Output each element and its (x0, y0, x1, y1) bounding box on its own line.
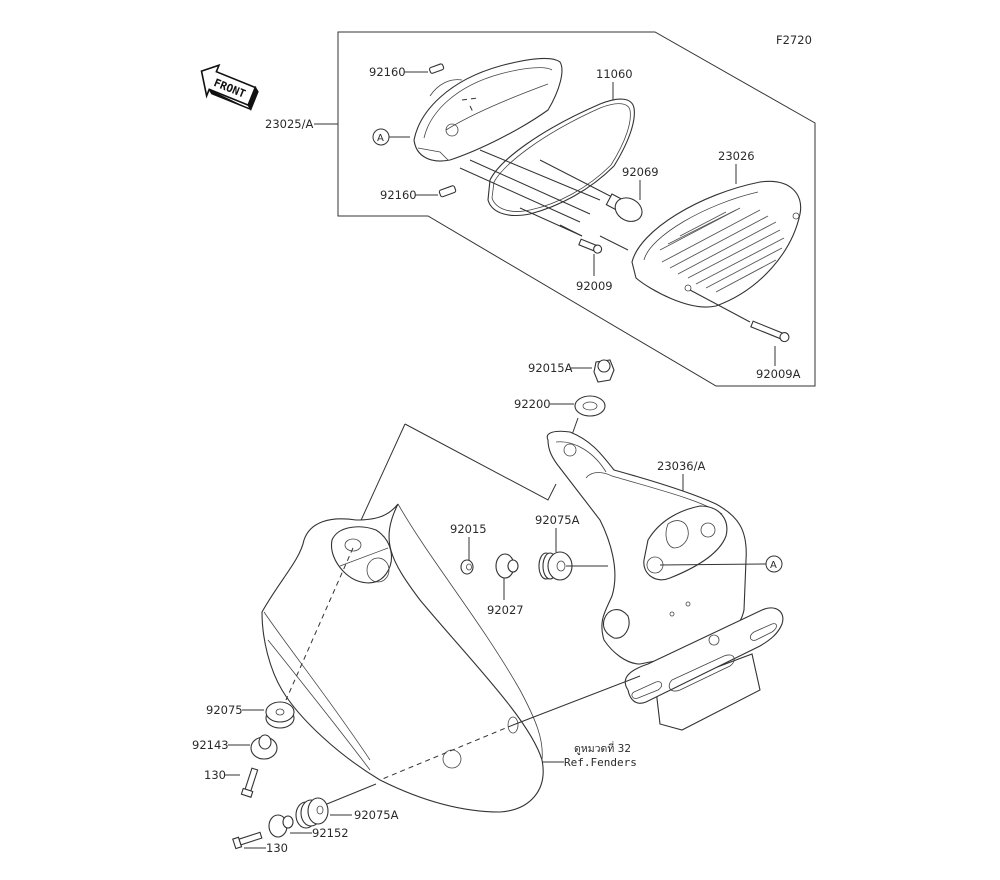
washer-92200 (574, 395, 606, 417)
label-92009A: 92009A (756, 367, 801, 381)
rubber-pin-top (428, 63, 445, 74)
reference-thai: ดูหมวดที่ 32 (574, 741, 631, 755)
svg-text:A: A (377, 133, 384, 144)
rear-fender (261, 503, 544, 813)
figure-code: F2720 (776, 33, 812, 47)
rubber-pin-bottom (438, 185, 457, 198)
label-92200: 92200 (514, 397, 551, 411)
license-plate-light (624, 607, 784, 731)
grommet-92075 (265, 701, 295, 729)
explode-lines-lamp (459, 149, 629, 251)
label-92075A-top: 92075A (535, 513, 580, 527)
bolt-130-top (240, 767, 259, 798)
label-130-top: 130 (204, 768, 226, 782)
fender-reference-line (404, 423, 557, 501)
front-direction-arrow-icon: FRONT (200, 63, 259, 112)
callout-a-top: A (372, 128, 410, 146)
collar-92143 (250, 734, 278, 760)
tail-lamp-lens (631, 180, 802, 308)
explode-line-plate-light (512, 675, 641, 726)
cap-nut (593, 359, 615, 383)
label-92160-bottom: 92160 (380, 188, 417, 202)
label-92015: 92015 (450, 522, 487, 536)
collar-92027 (495, 553, 519, 579)
tail-lamp-group-frame (337, 31, 816, 387)
dashed-line-fender-lower (379, 724, 514, 781)
bulb (605, 193, 643, 222)
nut-92015 (460, 559, 474, 575)
bolt-130-bottom (232, 831, 263, 850)
label-23036A: 23036/A (657, 459, 705, 473)
label-92075A-bottom: 92075A (354, 808, 399, 822)
explode-line-92009A (689, 289, 751, 323)
grommet-92075A-top (538, 551, 573, 581)
license-bracket (546, 430, 747, 665)
label-92015A: 92015A (528, 361, 573, 375)
dashed-line-fender-mount (285, 547, 354, 701)
svg-text:A: A (770, 560, 777, 571)
label-92143: 92143 (192, 738, 229, 752)
tail-lamp-housing (413, 57, 563, 162)
label-23026: 23026 (718, 149, 755, 163)
collar-92152 (268, 814, 294, 838)
screw-92009 (578, 238, 603, 254)
label-23025A: 23025/A (265, 117, 313, 131)
label-92069: 92069 (622, 165, 659, 179)
grommet-92075A-bottom (295, 797, 329, 829)
label-11060: 11060 (596, 67, 633, 81)
reference-fenders: Ref.Fenders (564, 756, 637, 769)
explode-line-92075A-bottom (321, 783, 377, 807)
screw-92009A (750, 320, 790, 343)
label-92160-top: 92160 (369, 65, 406, 79)
label-92009: 92009 (576, 279, 613, 293)
callout-a-bracket: A (659, 555, 783, 573)
label-92027: 92027 (487, 603, 524, 617)
label-130-bottom: 130 (266, 841, 288, 855)
label-92075: 92075 (206, 703, 243, 717)
label-92152: 92152 (312, 826, 349, 840)
